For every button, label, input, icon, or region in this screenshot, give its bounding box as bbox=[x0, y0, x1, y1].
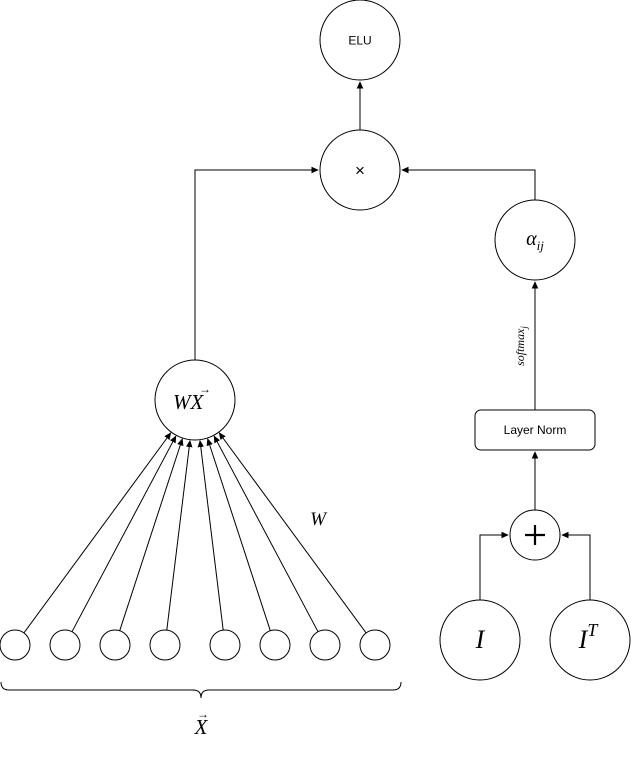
edge-alpha-to-multiply bbox=[402, 170, 536, 200]
input-node-3 bbox=[99, 629, 131, 661]
edges bbox=[23, 82, 591, 634]
input-vector-label: X → bbox=[194, 707, 209, 739]
input-node-5 bbox=[209, 629, 241, 661]
node-wx: WX → bbox=[154, 359, 236, 441]
edge-input-8-to-wx bbox=[219, 433, 367, 634]
input-node-1 bbox=[0, 629, 31, 661]
multiply-symbol: × bbox=[355, 161, 365, 180]
edge-input-5-to-wx bbox=[200, 441, 224, 631]
edge-identity-to-plus bbox=[479, 535, 508, 600]
node-multiply: × bbox=[319, 129, 401, 211]
wx-vector-arrow: → bbox=[199, 382, 211, 396]
edge-input-1-to-wx bbox=[23, 433, 171, 634]
input-node-7 bbox=[309, 629, 341, 661]
input-node-8 bbox=[359, 629, 391, 661]
node-identity-transpose: IT bbox=[549, 599, 631, 681]
node-plus: + bbox=[0, 0, 561, 561]
plus-label: + bbox=[0, 0, 1, 1]
input-vector-arrow: → bbox=[197, 707, 209, 721]
layer-norm-label: Layer Norm bbox=[504, 423, 567, 437]
softmax-label: softmaxj bbox=[513, 326, 529, 366]
node-identity: I bbox=[439, 599, 521, 681]
input-fan-edges bbox=[23, 433, 367, 634]
edge-input-4-to-wx bbox=[166, 441, 190, 631]
alpha-label: αij bbox=[526, 228, 544, 253]
input-node-4 bbox=[149, 629, 181, 661]
elu-label: ELU bbox=[348, 34, 371, 48]
wx-label: WX bbox=[173, 390, 205, 414]
edge-input-6-to-wx bbox=[208, 439, 271, 631]
edge-identity-t-to-plus bbox=[562, 535, 591, 600]
input-brace bbox=[0, 681, 402, 699]
input-vector-x: X bbox=[194, 715, 209, 739]
edge-input-3-to-wx bbox=[119, 439, 183, 631]
input-node-2 bbox=[49, 629, 81, 661]
input-node-6 bbox=[259, 629, 291, 661]
node-elu: ELU bbox=[319, 0, 401, 81]
node-alpha: αij bbox=[494, 199, 576, 281]
edge-input-2-to-wx bbox=[71, 436, 177, 632]
weight-label: W bbox=[310, 509, 328, 530]
input-nodes bbox=[0, 629, 391, 661]
identity-label: I bbox=[475, 625, 486, 654]
edge-wx-to-multiply bbox=[194, 170, 318, 360]
node-layer-norm: Layer Norm bbox=[474, 409, 596, 451]
identity-t-label: IT bbox=[578, 620, 600, 654]
edge-input-7-to-wx bbox=[213, 436, 319, 632]
